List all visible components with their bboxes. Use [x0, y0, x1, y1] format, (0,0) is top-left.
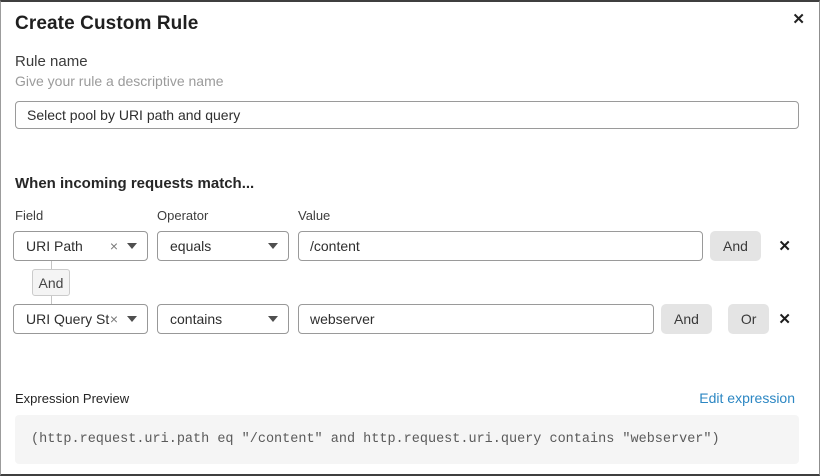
- operator-select-value: contains: [170, 311, 223, 327]
- expression-preview-label: Expression Preview: [15, 391, 130, 406]
- remove-condition-icon[interactable]: ✕: [778, 310, 791, 328]
- edit-expression-link[interactable]: Edit expression: [699, 390, 795, 406]
- add-or-condition-button[interactable]: Or: [727, 304, 770, 334]
- add-and-condition-button[interactable]: And: [710, 231, 761, 261]
- field-select[interactable]: URI Query St... ×: [13, 304, 148, 334]
- close-icon[interactable]: ✕: [788, 8, 809, 31]
- add-and-condition-button[interactable]: And: [661, 304, 712, 334]
- operator-select[interactable]: equals: [157, 231, 289, 261]
- connector-line: [50, 296, 52, 304]
- rule-name-input[interactable]: [15, 101, 799, 129]
- value-column-label: Value: [298, 208, 331, 223]
- condition-row: URI Query St... × contains And Or ✕: [13, 304, 797, 334]
- value-input[interactable]: [298, 304, 654, 334]
- page-title: Create Custom Rule: [15, 13, 199, 34]
- rule-name-hint: Give your rule a descriptive name: [15, 73, 224, 89]
- field-column-label: Field: [15, 208, 44, 223]
- clear-icon[interactable]: ×: [109, 311, 118, 327]
- field-select-value: URI Query St...: [26, 311, 110, 327]
- condition-connector: And: [32, 261, 70, 304]
- field-select[interactable]: URI Path ×: [13, 231, 148, 261]
- condition-row: URI Path × equals And ✕: [13, 231, 797, 261]
- operator-select-value: equals: [170, 238, 212, 254]
- field-select-value: URI Path: [26, 238, 83, 254]
- expression-code-preview: (http.request.uri.path eq "/content" and…: [15, 415, 799, 464]
- connector-and-badge: And: [32, 269, 70, 296]
- operator-column-label: Operator: [157, 208, 209, 223]
- chevron-down-icon: [127, 243, 137, 249]
- chevron-down-icon: [268, 243, 278, 249]
- chevron-down-icon: [127, 316, 137, 322]
- clear-icon[interactable]: ×: [109, 238, 118, 254]
- value-input[interactable]: [298, 231, 703, 261]
- connector-line: [50, 261, 52, 269]
- condition-column-labels: Field Operator Value: [15, 209, 797, 223]
- operator-select[interactable]: contains: [157, 304, 289, 334]
- chevron-down-icon: [268, 316, 278, 322]
- remove-condition-icon[interactable]: ✕: [778, 237, 791, 255]
- match-section-heading: When incoming requests match...: [15, 175, 255, 192]
- expression-preview-header: Expression Preview Edit expression: [15, 390, 795, 407]
- rule-name-label: Rule name: [15, 53, 88, 70]
